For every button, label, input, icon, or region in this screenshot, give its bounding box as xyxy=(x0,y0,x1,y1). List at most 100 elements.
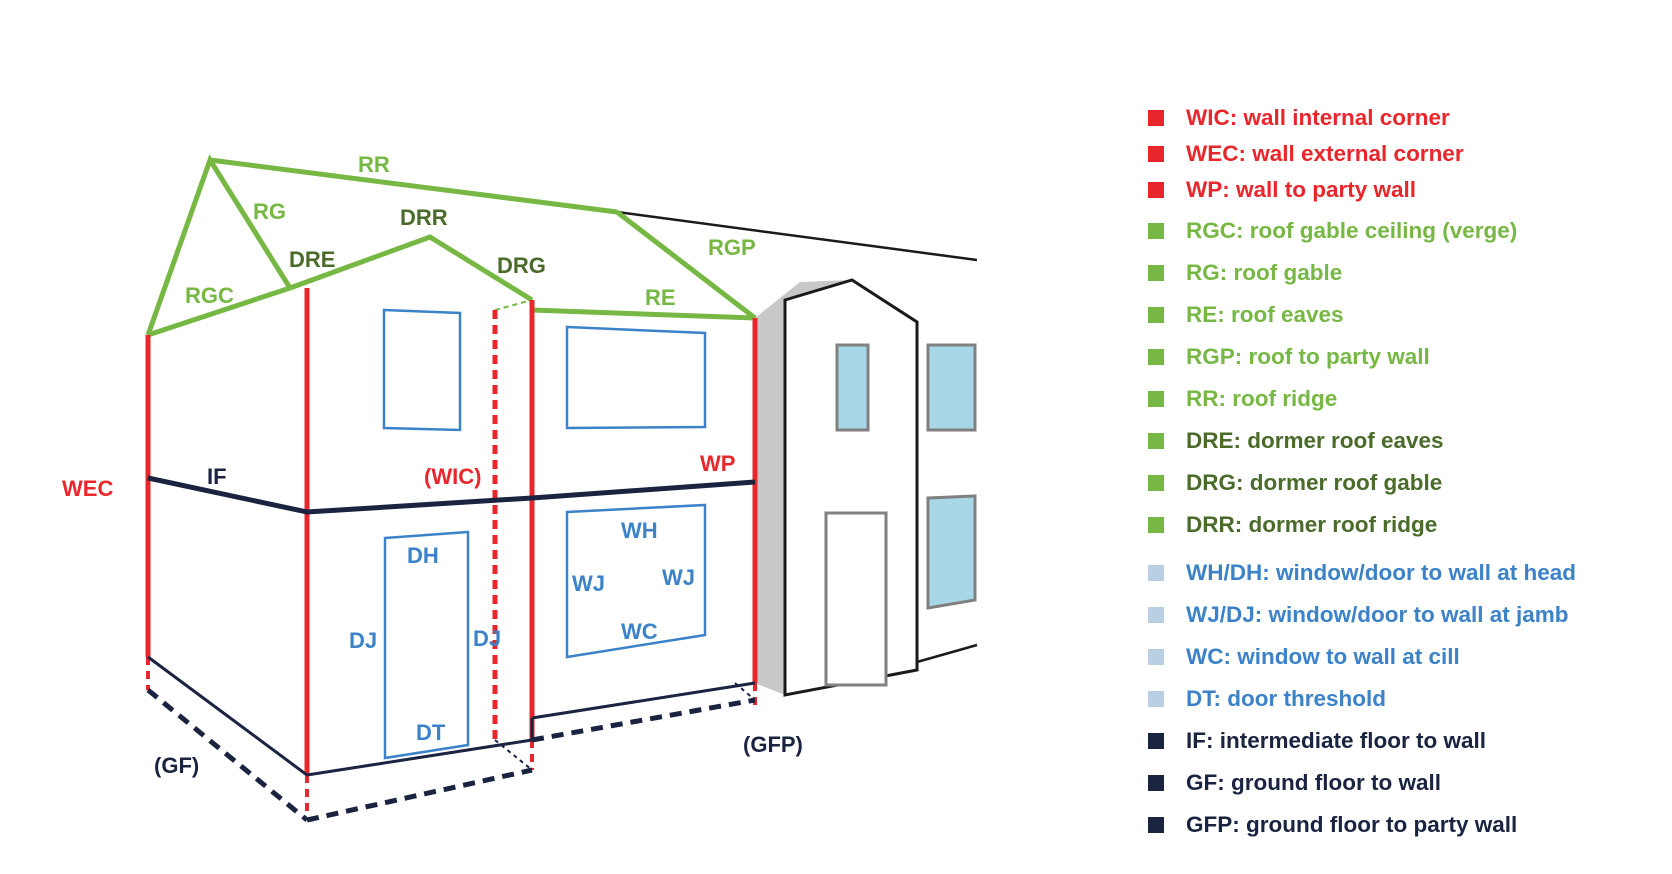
front-door xyxy=(383,530,470,760)
neighbour-door xyxy=(824,511,888,687)
legend-label: GFP: ground floor to party wall xyxy=(1186,812,1518,837)
ground-floor-line-front-right xyxy=(531,681,756,720)
label-re: RE xyxy=(645,285,676,310)
front-lower-window xyxy=(565,503,707,659)
ground-floor-line-gable xyxy=(147,655,308,777)
legend-item-wp: WP: wall to party wall xyxy=(1148,175,1416,205)
label-rgp: RGP xyxy=(708,235,756,260)
label-rr: RR xyxy=(358,152,390,177)
legend-swatch xyxy=(1148,391,1164,407)
label-if: IF xyxy=(207,464,227,489)
legend-item-dre: DRE: dormer roof eaves xyxy=(1148,426,1444,456)
label-drg: DRG xyxy=(497,253,546,278)
legend-swatch xyxy=(1148,691,1164,707)
label-wj-right: WJ xyxy=(662,565,695,590)
legend-item-rgp: RGP: roof to party wall xyxy=(1148,342,1430,372)
legend-label: IF: intermediate floor to wall xyxy=(1186,728,1487,753)
roof-party-wall-line xyxy=(615,210,757,320)
legend-item-rr: RR: roof ridge xyxy=(1148,384,1337,414)
label-wc: WC xyxy=(621,619,658,644)
legend-swatch xyxy=(1148,110,1164,126)
legend-label: GF: ground floor to wall xyxy=(1186,770,1441,795)
legend-swatch xyxy=(1148,433,1164,449)
legend-item-dt: DT: door threshold xyxy=(1148,684,1386,714)
legend-label: DRE: dormer roof eaves xyxy=(1186,428,1444,453)
legend-item-wec: WEC: wall external corner xyxy=(1148,139,1464,169)
legend-swatch xyxy=(1148,775,1164,791)
label-wp: WP xyxy=(700,451,735,476)
legend-item-re: RE: roof eaves xyxy=(1148,300,1344,330)
label-wj-left: WJ xyxy=(572,571,605,596)
legend-item-wc: WC: window to wall at cill xyxy=(1148,642,1460,672)
legend-label: DT: door threshold xyxy=(1186,686,1386,711)
legend-swatch xyxy=(1148,733,1164,749)
legend-item-if: IF: intermediate floor to wall xyxy=(1148,726,1486,756)
label-dh: DH xyxy=(407,543,439,568)
legend-label: RGC: roof gable ceiling (verge) xyxy=(1186,218,1518,243)
label-drr: DRR xyxy=(400,205,448,230)
dormer-window xyxy=(382,308,462,432)
label-dt: DT xyxy=(416,720,446,745)
legend-swatch xyxy=(1148,307,1164,323)
dormer-gable-dashed xyxy=(494,299,533,311)
neighbour-window-upper xyxy=(835,343,870,432)
label-dj-left: DJ xyxy=(349,628,377,653)
legend-label: RR: roof ridge xyxy=(1186,386,1338,411)
legend-label: WJ/DJ: window/door to wall at jamb xyxy=(1186,602,1569,627)
legend-item-rgc: RGC: roof gable ceiling (verge) xyxy=(1148,216,1517,246)
ground-floor-line-front xyxy=(306,738,533,777)
legend-item-wic: WIC: wall internal corner xyxy=(1148,103,1450,133)
legend-item-wj-dj: WJ/DJ: window/door to wall at jamb xyxy=(1148,600,1569,630)
neighbour-roof-shade xyxy=(755,280,852,318)
neighbour-ground-line xyxy=(916,643,978,664)
legend-swatch xyxy=(1148,565,1164,581)
roof-eaves-line xyxy=(531,307,756,321)
legend-item-rg: RG: roof gable xyxy=(1148,258,1342,288)
ground-floor-dashed-front xyxy=(306,767,533,823)
legend-label: WIC: wall internal corner xyxy=(1186,105,1450,130)
dormer-roof-line xyxy=(289,234,534,303)
legend-label: RGP: roof to party wall xyxy=(1186,344,1430,369)
label-dre: DRE xyxy=(289,247,335,272)
label-gf: (GF) xyxy=(154,753,199,778)
label-wh: WH xyxy=(621,518,658,543)
legend-label: WP: wall to party wall xyxy=(1186,177,1417,202)
label-wic: (WIC) xyxy=(424,464,481,489)
legend-item-drr: DRR: dormer roof ridge xyxy=(1148,510,1437,540)
neighbour-roof-line-top xyxy=(616,210,978,262)
label-gfp: (GFP) xyxy=(743,732,803,757)
legend-label: DRG: dormer roof gable xyxy=(1186,470,1443,495)
intermediate-floor-line xyxy=(147,475,756,515)
label-wec: WEC xyxy=(62,476,113,501)
legend-swatch xyxy=(1148,182,1164,198)
legend-item-gfp: GFP: ground floor to party wall xyxy=(1148,810,1517,840)
ground-floor-dashed-party xyxy=(531,697,756,743)
house-gable-wall xyxy=(148,288,307,775)
label-rg: RG xyxy=(253,199,286,224)
legend-swatch xyxy=(1148,265,1164,281)
legend-label: WH/DH: window/door to wall at head xyxy=(1186,560,1576,585)
roof-gable-ceiling-line xyxy=(147,285,291,338)
ground-floor-dashed-gable xyxy=(146,688,309,822)
legend-swatch xyxy=(1148,146,1164,162)
label-dj-right: DJ xyxy=(473,626,501,651)
legend-swatch xyxy=(1148,349,1164,365)
legend-swatch xyxy=(1148,517,1164,533)
legend-label: WEC: wall external corner xyxy=(1186,141,1464,166)
legend-label: DRR: dormer roof ridge xyxy=(1186,512,1438,537)
legend-label: WC: window to wall at cill xyxy=(1186,644,1460,669)
legend-swatch xyxy=(1148,817,1164,833)
label-rgc: RGC xyxy=(185,283,234,308)
neighbour-window-side-upper xyxy=(926,343,977,432)
legend-swatch xyxy=(1148,649,1164,665)
legend-item-gf: GF: ground floor to wall xyxy=(1148,768,1441,798)
neighbour-window-side-lower xyxy=(926,494,977,610)
legend-item-wh-dh: WH/DH: window/door to wall at head xyxy=(1148,558,1576,588)
legend-label: RE: roof eaves xyxy=(1186,302,1344,327)
neighbour-party-wall-shade xyxy=(755,300,785,695)
roof-ridge-line xyxy=(209,157,618,215)
legend-swatch xyxy=(1148,223,1164,239)
legend-swatch xyxy=(1148,607,1164,623)
legend-label: RG: roof gable xyxy=(1186,260,1343,285)
